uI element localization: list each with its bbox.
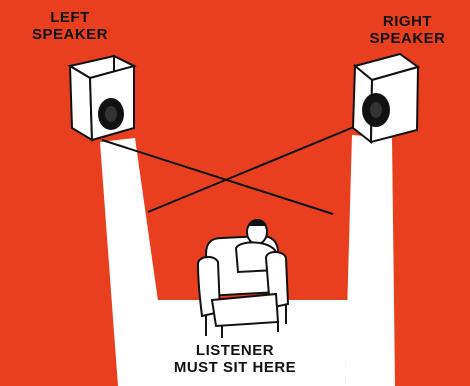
right-speaker-icon xyxy=(353,54,418,142)
right-speaker-beam xyxy=(345,135,395,386)
left-speaker-label-line-2: SPEAKER xyxy=(20,26,120,43)
left-speaker-label: LEFT SPEAKER xyxy=(20,9,120,43)
left-speaker-label-line-1: LEFT xyxy=(20,9,120,26)
right-speaker-label: RIGHT SPEAKER xyxy=(345,13,470,47)
listener-label-line-1: LISTENER xyxy=(142,342,328,359)
listener-label-line-2: MUST SIT HERE xyxy=(142,359,328,376)
right-speaker-label-line-1: RIGHT xyxy=(345,13,470,30)
left-speaker-icon xyxy=(70,56,134,140)
listener-label: LISTENER MUST SIT HERE xyxy=(142,342,328,376)
right-speaker-label-line-2: SPEAKER xyxy=(345,30,470,47)
